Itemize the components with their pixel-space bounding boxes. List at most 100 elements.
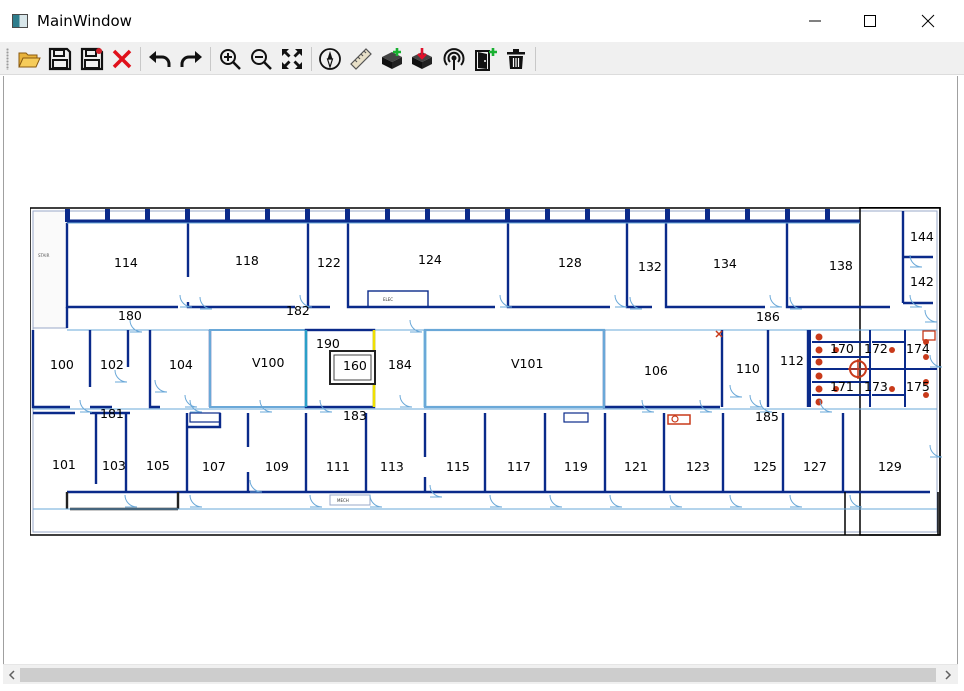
save-as-button[interactable] [78, 45, 106, 73]
room-label-123: 123 [686, 459, 710, 474]
redo-icon [180, 51, 202, 67]
window-title: MainWindow [37, 12, 132, 30]
add-door-button[interactable] [471, 45, 499, 73]
floorplan-view[interactable]: STAIR ELEC [3, 76, 958, 664]
room-label-186: 186 [756, 309, 780, 324]
remove-item-button[interactable] [408, 45, 436, 73]
room-label-114: 114 [114, 255, 138, 270]
add-box-icon [382, 48, 402, 69]
wireless-icon [443, 48, 465, 70]
redo-button[interactable] [177, 45, 205, 73]
close-icon [921, 14, 935, 28]
room-label-110: 110 [736, 361, 760, 376]
room-label-v100: V100 [252, 355, 284, 370]
toolbar-separator [311, 47, 312, 71]
zoom-in-icon [220, 49, 241, 70]
expand-icon [282, 49, 302, 69]
room-label-185: 185 [755, 409, 779, 424]
room-label-119: 119 [564, 459, 588, 474]
room-label-109: 109 [265, 459, 289, 474]
toolbar-separator [210, 47, 211, 71]
app-window-icon [12, 14, 28, 28]
room-label-190: 190 [316, 336, 340, 351]
undo-button[interactable] [146, 45, 174, 73]
room-label-142: 142 [910, 274, 934, 289]
room-label-174: 174 [906, 341, 930, 356]
access-point-button[interactable] [440, 45, 468, 73]
remove-box-icon [412, 48, 432, 69]
compass-button[interactable] [316, 45, 344, 73]
room-label-101: 101 [52, 457, 76, 472]
room-label-122: 122 [317, 255, 341, 270]
room-label-118: 118 [235, 253, 259, 268]
zoom-in-button[interactable] [216, 45, 244, 73]
add-door-icon [475, 48, 497, 71]
room-label-181: 181 [100, 406, 124, 421]
save-button[interactable] [46, 45, 74, 73]
room-label-102: 102 [100, 357, 124, 372]
save-icon [48, 47, 72, 71]
room-label-170: 170 [830, 341, 854, 356]
room-label-183: 183 [343, 408, 367, 423]
room-label-113: 113 [380, 459, 404, 474]
room-label-103: 103 [102, 458, 126, 473]
horizontal-scrollbar[interactable] [3, 664, 958, 684]
room-label-107: 107 [202, 459, 226, 474]
floorplan-drawing[interactable]: STAIR ELEC [30, 207, 942, 537]
room-label-105: 105 [146, 458, 170, 473]
room-label-134: 134 [713, 256, 737, 271]
delete-button[interactable] [502, 45, 530, 73]
zoom-out-icon [251, 49, 272, 70]
room-label-104: 104 [169, 357, 193, 372]
room-label-125: 125 [753, 459, 777, 474]
room-label-160: 160 [343, 358, 367, 373]
zoom-out-button[interactable] [247, 45, 275, 73]
scroll-right-button[interactable] [939, 665, 956, 685]
room-label-124: 124 [418, 252, 442, 267]
folder-open-icon [18, 52, 41, 68]
room-label-129: 129 [878, 459, 902, 474]
save-as-icon [80, 47, 104, 71]
scroll-left-button[interactable] [3, 665, 20, 685]
chevron-left-icon [8, 670, 15, 680]
title-bar: MainWindow [0, 0, 964, 42]
svg-text:STAIR: STAIR [38, 253, 50, 258]
close-file-button[interactable] [108, 45, 136, 73]
room-label-144: 144 [910, 229, 934, 244]
toolbar [0, 42, 964, 75]
open-button[interactable] [15, 45, 43, 73]
svg-text:ELEC: ELEC [383, 297, 393, 302]
add-item-button[interactable] [378, 45, 406, 73]
room-label-173: 173 [864, 379, 888, 394]
minimize-icon [809, 20, 821, 22]
toolbar-grip[interactable] [6, 48, 9, 70]
room-label-184: 184 [388, 357, 412, 372]
toolbar-separator [535, 47, 536, 71]
maximize-button[interactable] [845, 0, 895, 42]
compass-icon [319, 48, 341, 70]
fit-to-window-button[interactable] [278, 45, 306, 73]
room-label-115: 115 [446, 459, 470, 474]
room-label-v101: V101 [511, 356, 543, 371]
room-label-106: 106 [644, 363, 668, 378]
room-label-175: 175 [906, 379, 930, 394]
room-label-171: 171 [830, 379, 854, 394]
room-label-121: 121 [624, 459, 648, 474]
room-label-172: 172 [864, 341, 888, 356]
close-window-button[interactable] [903, 0, 953, 42]
room-label-112: 112 [780, 353, 804, 368]
room-label-182: 182 [286, 303, 310, 318]
room-label-100: 100 [50, 357, 74, 372]
measure-button[interactable] [347, 45, 375, 73]
trash-icon [507, 49, 525, 69]
scrollbar-thumb[interactable] [20, 668, 936, 682]
room-label-111: 111 [326, 459, 350, 474]
red-x-icon [112, 49, 132, 69]
undo-icon [149, 51, 171, 67]
room-label-138: 138 [829, 258, 853, 273]
minimize-button[interactable] [790, 0, 840, 42]
ruler-icon [350, 48, 372, 70]
chevron-right-icon [944, 670, 951, 680]
room-label-117: 117 [507, 459, 531, 474]
